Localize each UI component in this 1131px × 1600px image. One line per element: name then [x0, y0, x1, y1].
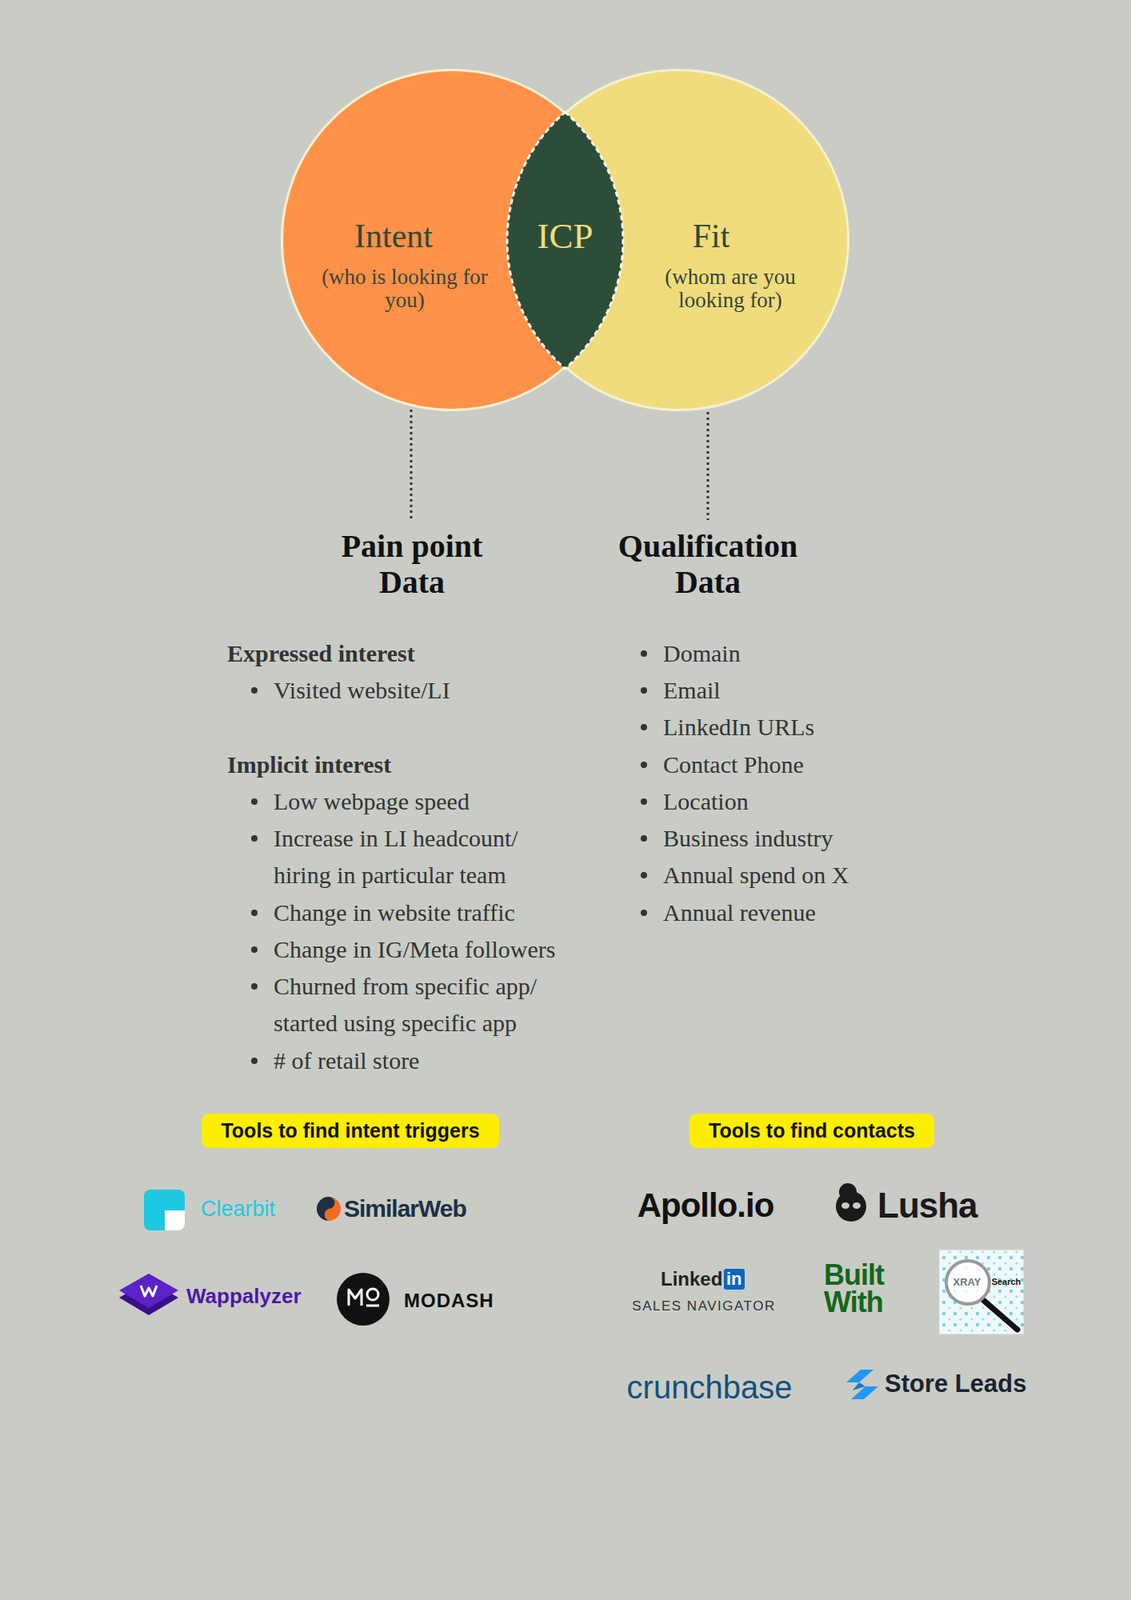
list-item: Change in website traffic — [273, 894, 516, 932]
list-heading: Expressed interest — [227, 635, 416, 672]
xray-search-icon — [939, 1249, 1024, 1335]
list-item: Business industry — [663, 819, 834, 857]
list-item: Increase in LI headcount/ hiring in part… — [273, 819, 568, 894]
list-heading: Implicit interest — [227, 746, 392, 784]
list-item: Location — [663, 783, 749, 820]
logo-text: Clearbit — [200, 1196, 276, 1222]
list-item: Visited website/LI — [273, 671, 451, 709]
leader-line — [707, 411, 710, 520]
pill-text: Tools to find contacts — [708, 1119, 916, 1142]
logo-text: Built With — [823, 1261, 896, 1316]
logo-text: Search — [991, 1276, 1022, 1287]
pill-text: Tools to find intent triggers — [220, 1119, 480, 1142]
tools-pill: Tools to find contacts — [689, 1113, 935, 1148]
list-item: Change in IG/Meta followers — [273, 931, 556, 968]
lusha-icon — [835, 1182, 867, 1222]
logo-badge: in — [723, 1268, 745, 1290]
section-heading: Pain point Data — [323, 527, 500, 600]
similarweb-icon — [316, 1196, 341, 1221]
logo-text: MODASH — [403, 1289, 495, 1312]
list-item: Annual spend on X — [663, 856, 849, 894]
list-item: Email — [663, 671, 721, 709]
circle-subtitle: (whom are you looking for) — [646, 265, 815, 312]
wappalyzer-icon — [119, 1273, 179, 1315]
list-item: Churned from specific app/ started using… — [273, 967, 568, 1042]
section-heading: Qualification Data — [603, 527, 812, 600]
circle-title: Fit — [692, 216, 731, 256]
clearbit-icon — [143, 1189, 185, 1231]
circle-subtitle: (who is looking for you) — [320, 265, 489, 312]
list-item: Annual revenue — [663, 894, 816, 932]
list-item: LinkedIn URLs — [663, 708, 815, 746]
logo-text: crunchbase — [627, 1369, 793, 1406]
logo-text: Store Leads — [884, 1369, 1027, 1399]
logo-text: Wappalyzer — [186, 1283, 302, 1309]
list-item: Domain — [663, 635, 741, 672]
icp-intersection: ICP — [507, 111, 624, 369]
logo-text: Linked — [660, 1267, 723, 1291]
storeleads-icon — [846, 1369, 879, 1399]
logo-text: SimilarWeb — [343, 1194, 467, 1223]
logo-text: XRAY — [953, 1275, 982, 1288]
circle-title: Intent — [354, 216, 433, 256]
tools-pill: Tools to find intent triggers — [201, 1113, 499, 1148]
logo-text: Apollo.io — [637, 1186, 775, 1225]
leader-line — [410, 409, 413, 520]
list-item: Low webpage speed — [273, 783, 470, 820]
logo-subtext: SALES NAVIGATOR — [631, 1298, 776, 1315]
circle-title: ICP — [536, 215, 593, 257]
logo-text: Lusha — [877, 1185, 978, 1226]
list-item: Contact Phone — [663, 746, 804, 784]
list-item: # of retail store — [273, 1042, 420, 1080]
modash-icon — [336, 1272, 390, 1326]
